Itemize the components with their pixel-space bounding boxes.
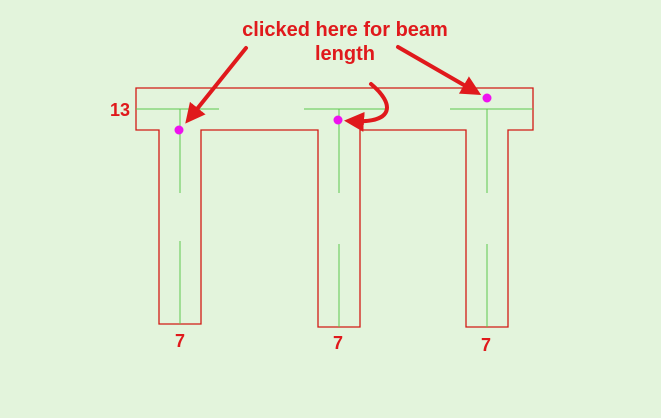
section-outline bbox=[135, 87, 534, 328]
annotation-line1: clicked here for beam bbox=[242, 19, 448, 41]
annotation-arrows bbox=[185, 45, 482, 132]
centerlines bbox=[136, 108, 533, 327]
click-point-middle bbox=[333, 115, 343, 125]
flange-thickness-label: 13 bbox=[110, 100, 130, 120]
web-width-label-left: 7 bbox=[175, 331, 185, 351]
click-point-left bbox=[174, 125, 184, 135]
arrow-right-icon bbox=[396, 45, 482, 95]
click-point-right bbox=[482, 93, 492, 103]
web-width-label-middle: 7 bbox=[333, 333, 343, 353]
annotation-line2: length bbox=[315, 43, 375, 65]
web-width-label-right: 7 bbox=[481, 335, 491, 355]
arrow-left-icon bbox=[185, 46, 248, 124]
arrow-middle-icon bbox=[344, 82, 389, 132]
